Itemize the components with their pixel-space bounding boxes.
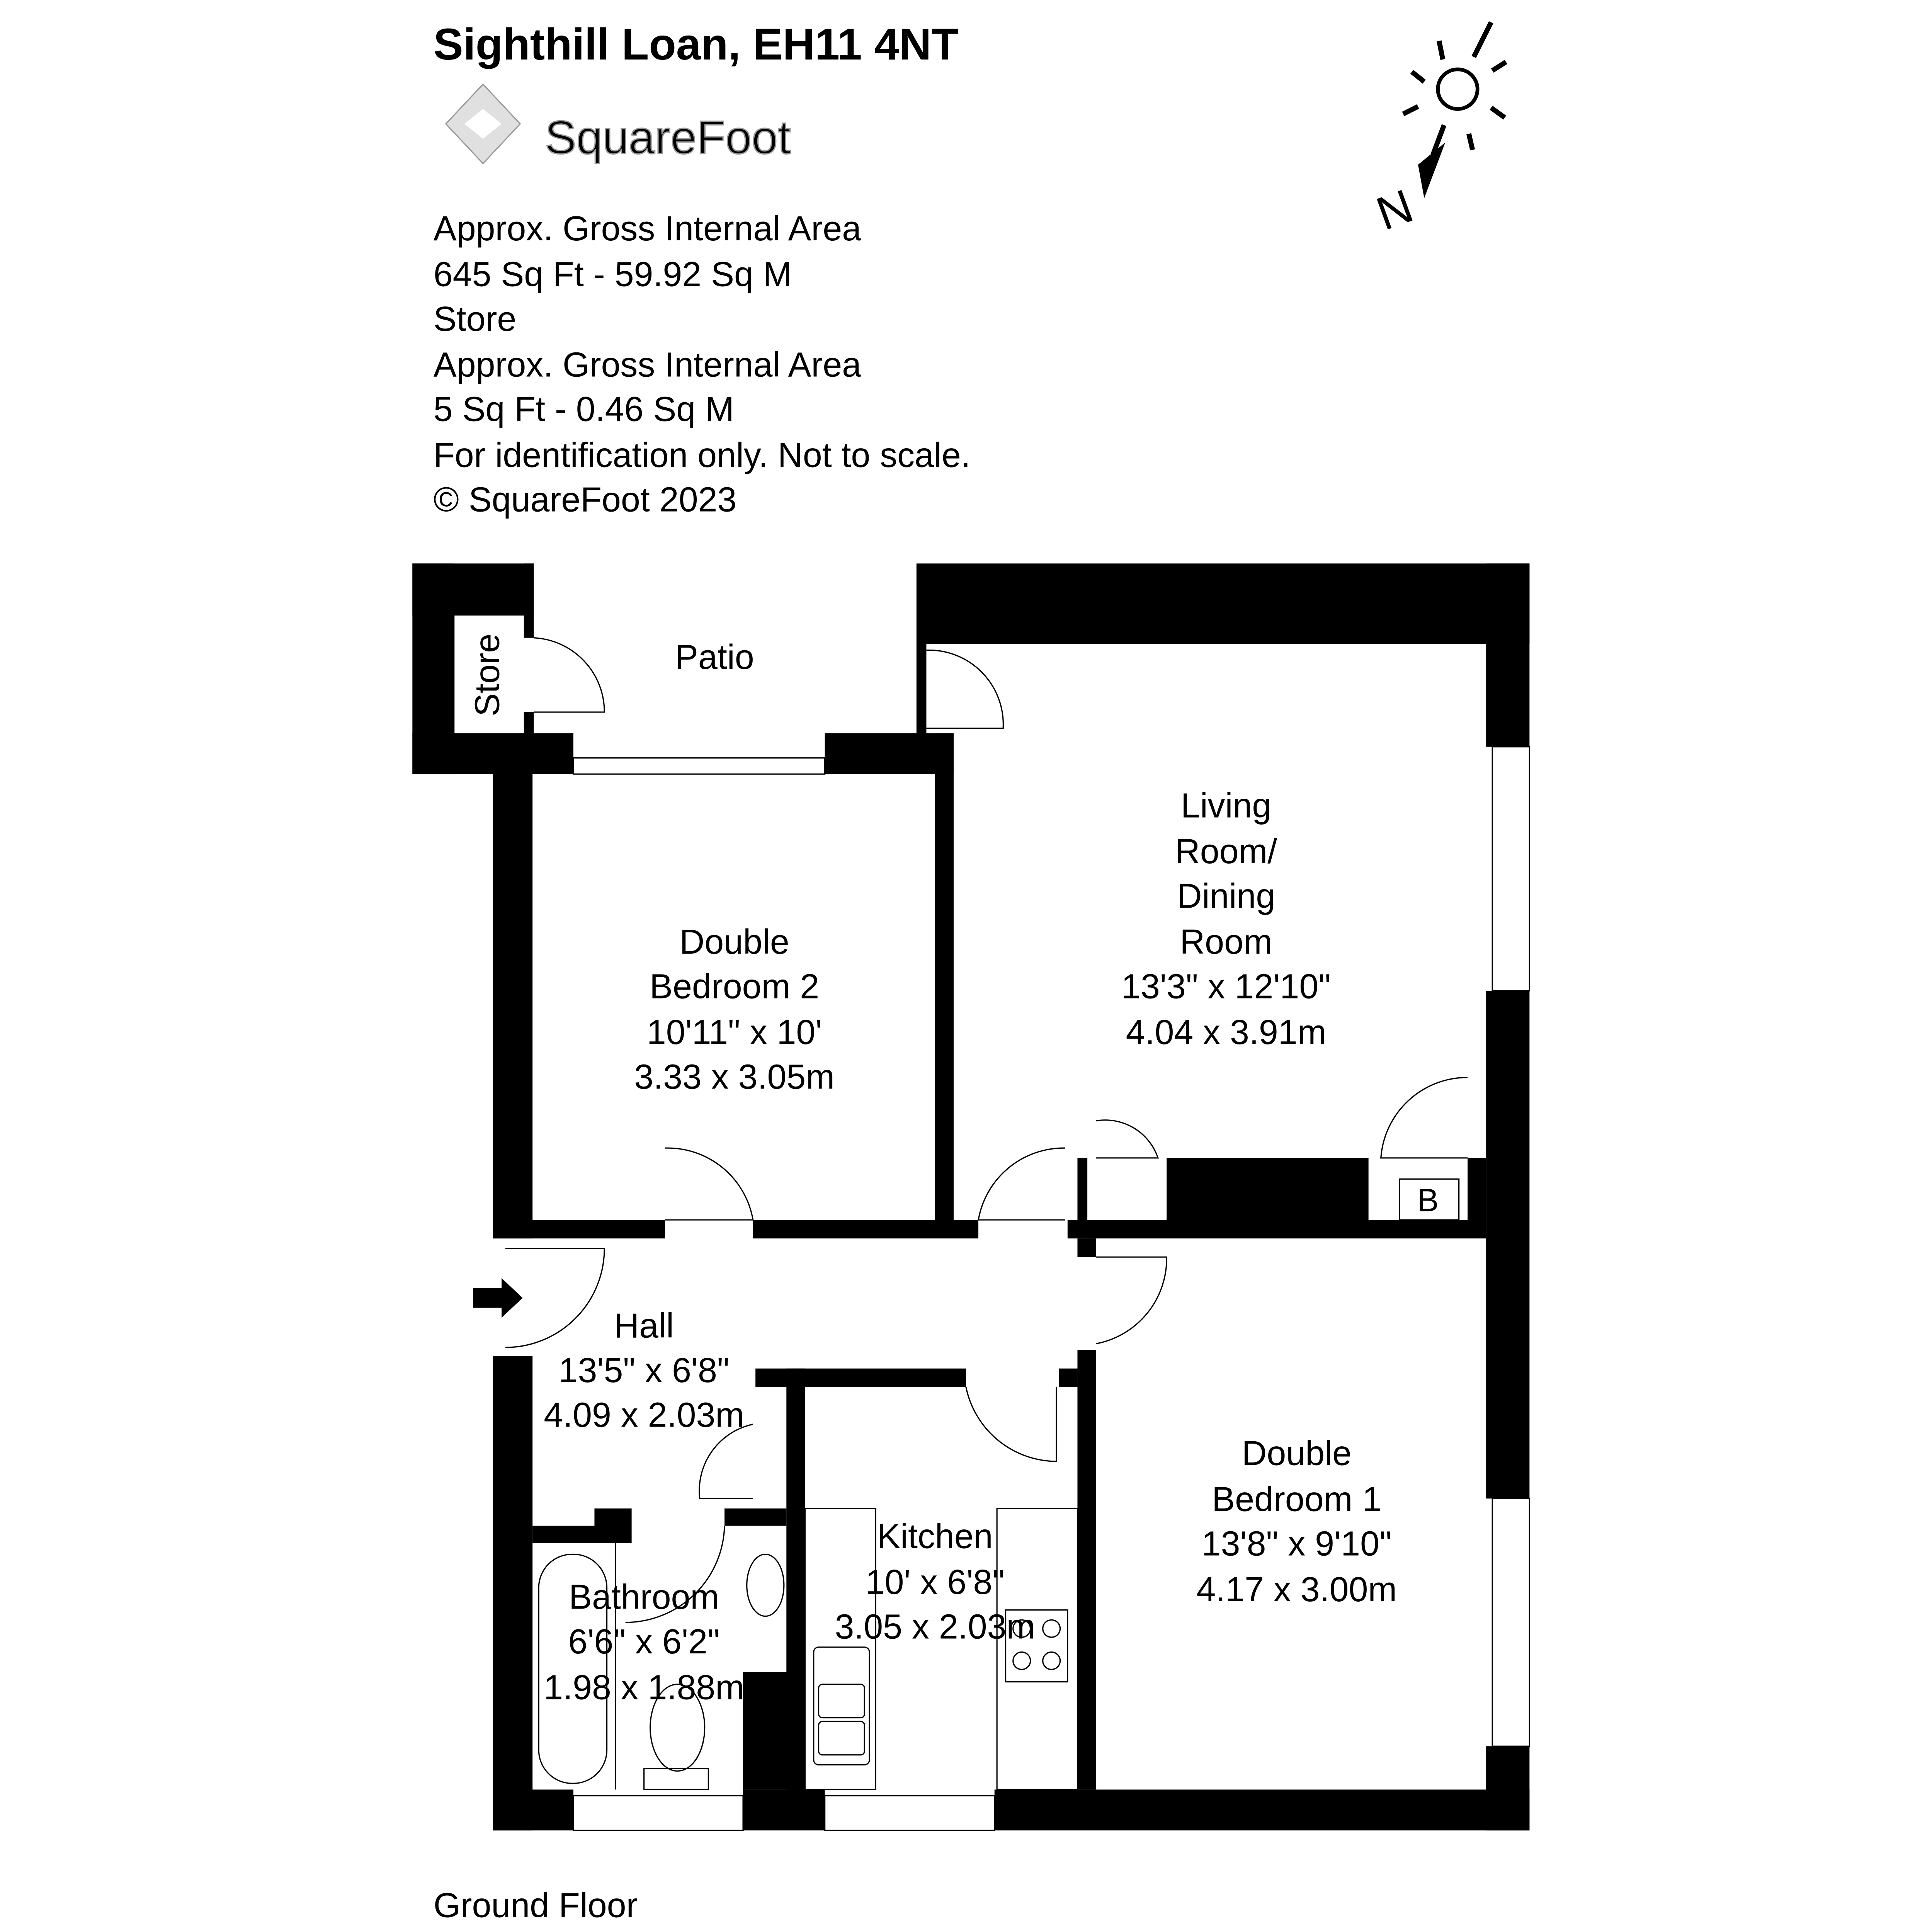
bathtub bbox=[538, 1553, 608, 1784]
walls bbox=[412, 563, 1530, 1831]
room-hall-imperial: 13'5" x 6'8" bbox=[559, 1351, 730, 1390]
kitchen-counter-left bbox=[804, 1508, 876, 1791]
room-bathroom-metric: 1.98 x 1.88m bbox=[544, 1668, 744, 1707]
room-living-metric: 4.04 x 3.91m bbox=[1126, 1013, 1327, 1052]
info-line: Approx. Gross Internal Area bbox=[434, 209, 861, 248]
info-line: © SquareFoot 2023 bbox=[434, 481, 737, 519]
boiler-label: B bbox=[1417, 1182, 1439, 1218]
doors bbox=[505, 637, 1468, 1623]
room-bedroom2-name: Bedroom 2 bbox=[650, 967, 819, 1006]
north-label: N bbox=[1370, 179, 1420, 240]
room-hall-name: Hall bbox=[614, 1307, 674, 1345]
entrance-arrow-icon bbox=[473, 1278, 523, 1318]
room-bedroom1-imperial: 13'8" x 9'10" bbox=[1202, 1525, 1392, 1563]
fixtures bbox=[538, 1178, 1460, 1791]
sink bbox=[813, 1646, 870, 1765]
room-bedroom2-name: Double bbox=[679, 923, 789, 961]
logo-text: SquareFoot bbox=[545, 111, 791, 163]
room-bedroom2-metric: 3.33 x 3.05m bbox=[634, 1058, 835, 1096]
kitchen-counter-right bbox=[996, 1508, 1078, 1791]
info-line: For identification only. Not to scale. bbox=[434, 436, 971, 474]
room-hall-metric: 4.09 x 2.03m bbox=[544, 1396, 744, 1434]
floor-label: Ground Floor bbox=[434, 1886, 638, 1925]
room-kitchen-name: Kitchen bbox=[877, 1517, 993, 1556]
area-info: Approx. Gross Internal Area 645 Sq Ft - … bbox=[434, 209, 971, 519]
room-kitchen-imperial: 10' x 6'8" bbox=[866, 1563, 1005, 1602]
windows bbox=[573, 746, 1530, 1831]
room-bedroom1-name: Double bbox=[1242, 1434, 1352, 1473]
wash-basin bbox=[746, 1553, 785, 1617]
room-store: Store bbox=[468, 634, 507, 716]
room-living-name: Room/ bbox=[1175, 832, 1277, 871]
room-kitchen-metric: 3.05 x 2.03m bbox=[835, 1607, 1035, 1646]
toilet bbox=[650, 1684, 706, 1772]
squarefoot-logo: SquareFoot bbox=[445, 83, 791, 165]
info-line: 5 Sq Ft - 0.46 Sq M bbox=[434, 390, 734, 429]
page-title: Sighthill Loan, EH11 4NT bbox=[434, 20, 959, 69]
room-bedroom1-metric: 4.17 x 3.00m bbox=[1196, 1570, 1397, 1609]
room-bathroom-imperial: 6'6" x 6'2" bbox=[568, 1622, 720, 1661]
info-line: Store bbox=[434, 300, 516, 338]
room-patio: Patio bbox=[675, 638, 754, 677]
room-living-name: Living bbox=[1181, 786, 1271, 825]
room-living-name: Room bbox=[1180, 923, 1272, 961]
room-bedroom1-name: Bedroom 1 bbox=[1212, 1480, 1381, 1519]
room-living-imperial: 13'3" x 12'10" bbox=[1121, 967, 1331, 1006]
room-living-name: Dining bbox=[1177, 877, 1275, 915]
room-bathroom-name: Bathroom bbox=[569, 1578, 719, 1616]
info-line: Approx. Gross Internal Area bbox=[434, 345, 861, 384]
north-arrow-sun-icon: N bbox=[1370, 21, 1507, 240]
boiler-cupboard bbox=[1399, 1178, 1460, 1221]
hob bbox=[1005, 1609, 1068, 1683]
room-bedroom2-imperial: 10'11" x 10' bbox=[647, 1013, 822, 1052]
info-line: 645 Sq Ft - 59.92 Sq M bbox=[434, 255, 792, 294]
